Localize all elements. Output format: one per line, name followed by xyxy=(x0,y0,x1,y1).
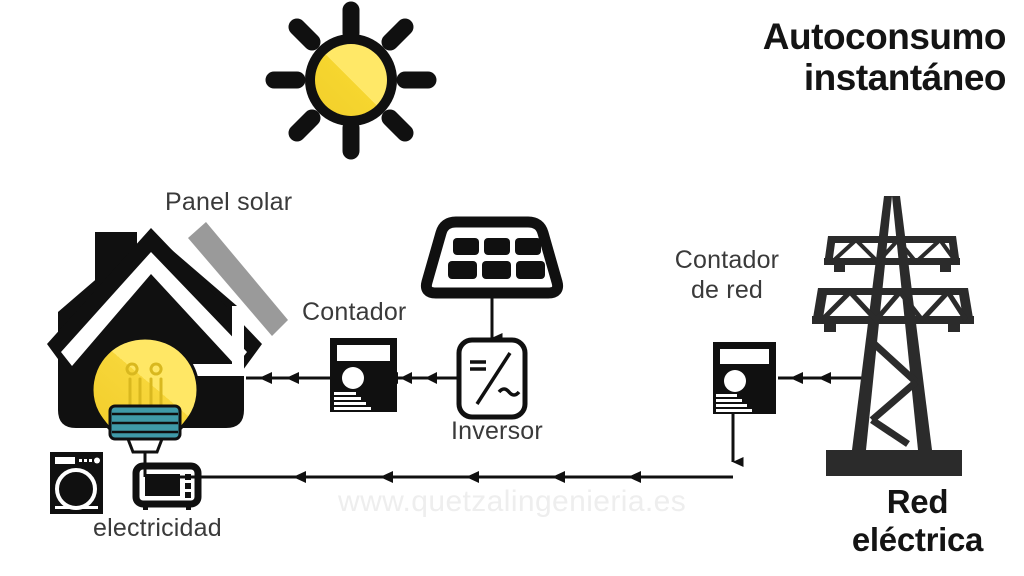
flow-grid-to-grid-meter xyxy=(778,372,866,384)
label-red-electrica-line-2: eléctrica xyxy=(851,520,984,558)
transmission-tower-icon xyxy=(812,196,974,476)
grid-meter-icon xyxy=(713,342,776,414)
label-contador-de-red: Contador de red xyxy=(657,245,797,305)
microwave-icon xyxy=(132,462,202,510)
flow-meter-to-house xyxy=(246,372,330,384)
label-red-electrica: Red eléctrica xyxy=(830,483,1005,559)
label-red-electrica-line-1: Red xyxy=(886,483,949,520)
label-inversor: Inversor xyxy=(451,417,543,445)
label-contador-de-red-line-2: de red xyxy=(690,276,764,304)
inverter-icon xyxy=(456,337,528,420)
sun-icon xyxy=(265,1,437,160)
label-panel-solar: Panel solar xyxy=(165,188,293,216)
solar-panel-icon xyxy=(420,216,564,299)
title-line-2: instantáneo xyxy=(803,57,1007,99)
flow-grid-meter-to-appliances xyxy=(163,414,744,483)
label-contador: Contador xyxy=(302,298,407,326)
label-electricidad: electricidad xyxy=(93,514,222,542)
roof-solar-panel-icon xyxy=(188,222,288,336)
page-title: Autoconsumo instantáneo xyxy=(676,16,1007,99)
electricity-meter-icon xyxy=(330,338,397,412)
label-contador-de-red-line-1: Contador xyxy=(674,246,780,274)
lightbulb-icon xyxy=(90,336,200,454)
title-line-1: Autoconsumo xyxy=(762,16,1007,57)
watermark: www.quetzalingenieria.es xyxy=(338,485,687,518)
washing-machine-icon xyxy=(50,452,103,514)
